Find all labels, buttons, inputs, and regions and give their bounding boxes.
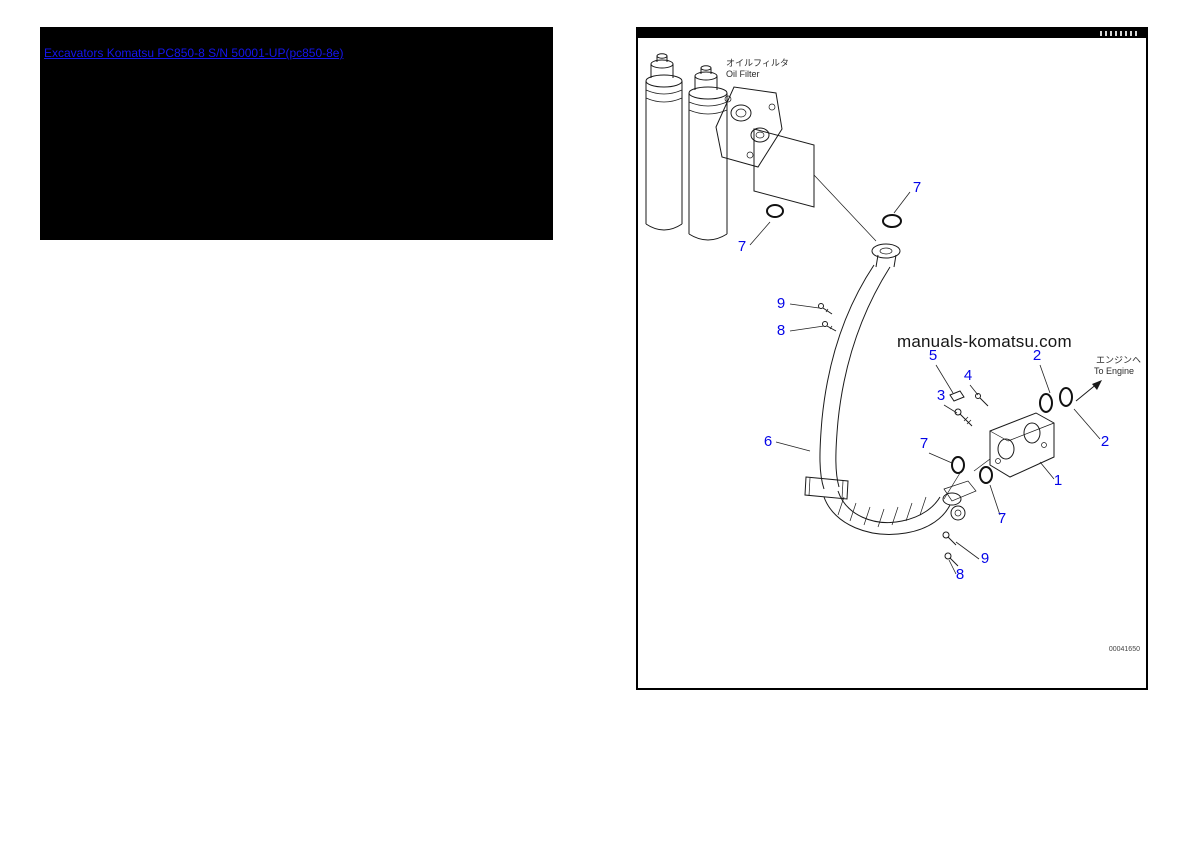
o-ring-2-b <box>1059 387 1073 407</box>
callout-7-mid: 7 <box>920 435 928 452</box>
callout-5: 5 <box>929 347 937 364</box>
bolt-9-bottom <box>942 531 957 546</box>
panel-top-bar <box>638 29 1146 38</box>
model-link[interactable]: Excavators Komatsu PC850-8 S/N 50001-UP(… <box>44 46 344 60</box>
callout-8-lower: 8 <box>956 566 964 583</box>
callout-6: 6 <box>764 433 772 450</box>
callout-8-upper: 8 <box>777 322 785 339</box>
figure-number: 00041650 <box>1109 646 1140 653</box>
parts-diagram-svg: オイルフィルタ Oil Filter manuals-komatsu.com エ… <box>645 53 1141 653</box>
joint-item-5 <box>949 390 965 402</box>
callout-2-right: 2 <box>1101 433 1109 450</box>
leader-lines <box>749 191 1101 575</box>
callout-9-upper: 9 <box>777 295 785 312</box>
bolt-8-bottom <box>944 552 959 567</box>
bolt-9-top <box>818 303 833 315</box>
callout-9-lower: 9 <box>981 550 989 567</box>
oil-tube <box>804 264 891 500</box>
oil-hose <box>823 472 977 535</box>
callout-7-left: 7 <box>738 238 746 255</box>
tube-top-fitting <box>871 243 901 268</box>
bolts <box>818 303 989 567</box>
o-ring-2-a <box>1039 393 1053 413</box>
engine-label-en: To Engine <box>1094 366 1134 376</box>
callout-2-upper: 2 <box>1033 347 1041 364</box>
callout-4: 4 <box>964 367 972 384</box>
o-ring-7-lower-b <box>979 466 993 484</box>
callout-1: 1 <box>1054 472 1062 489</box>
filter-bracket <box>715 86 783 168</box>
filter-label-en: Oil Filter <box>726 69 760 79</box>
parts-diagram-panel: オイルフィルタ Oil Filter manuals-komatsu.com エ… <box>636 27 1148 690</box>
header-black-box: Excavators Komatsu PC850-8 S/N 50001-UP(… <box>40 27 553 240</box>
watermark-text: manuals-komatsu.com <box>897 332 1072 351</box>
filter-label-jp: オイルフィルタ <box>726 58 789 68</box>
o-rings <box>766 204 1073 484</box>
callout-7-lower: 7 <box>998 510 1006 527</box>
o-ring-7-lower-a <box>951 456 965 474</box>
o-ring-7-left <box>766 204 784 218</box>
bolt-8-top <box>822 321 837 332</box>
oil-filter-canisters <box>645 53 728 241</box>
callout-3: 3 <box>937 387 945 404</box>
engine-arrow <box>1075 380 1102 402</box>
o-ring-7-top <box>882 214 902 228</box>
callouts: 7 7 9 8 5 2 4 3 6 7 2 1 7 9 8 <box>738 179 1109 583</box>
mounting-plate <box>753 128 877 242</box>
bolt-item-3 <box>954 408 973 427</box>
engine-label-jp: エンジンヘ <box>1096 355 1141 365</box>
bolt-item-4 <box>975 393 989 407</box>
top-bar-ticks <box>1100 31 1140 36</box>
flange-block <box>973 412 1055 478</box>
callout-7-top: 7 <box>913 179 921 196</box>
